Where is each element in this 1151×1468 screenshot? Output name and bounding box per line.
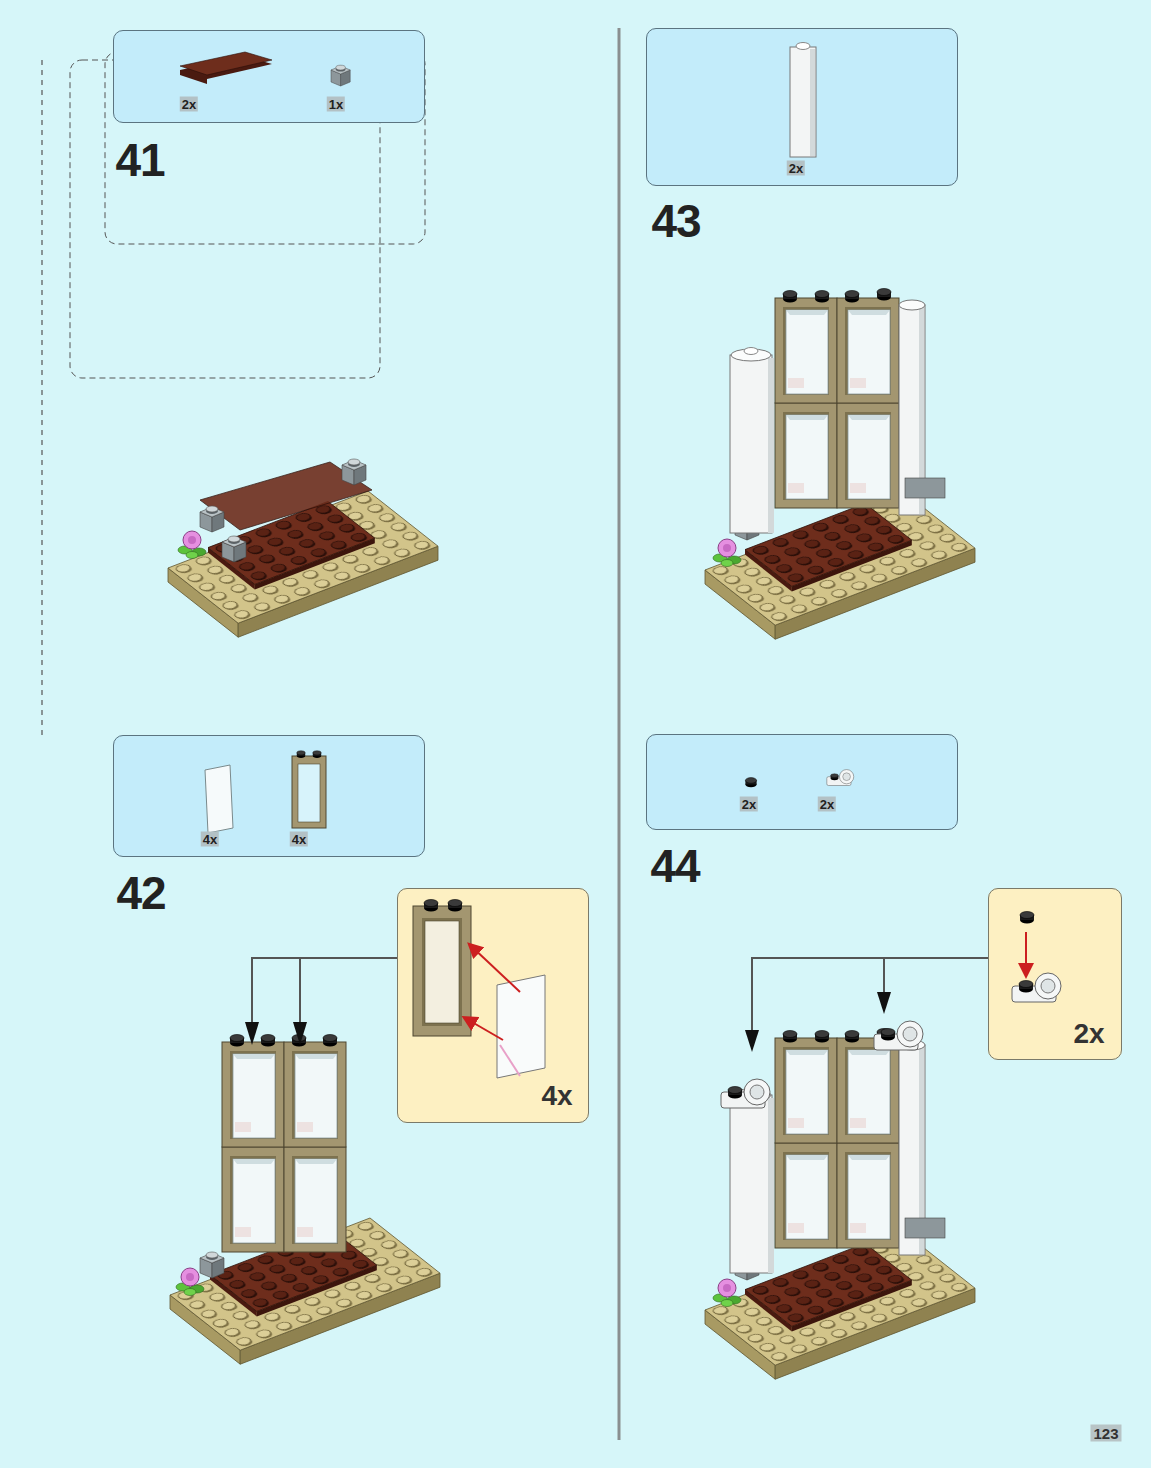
step-number: 42	[116, 868, 165, 918]
parts-list-box: 2x 2x	[646, 734, 958, 830]
part-quantity: 4x	[201, 832, 219, 847]
multiplier: 2x	[1073, 1019, 1104, 1049]
multiplier: 4x	[541, 1081, 572, 1111]
page-number: 123	[1090, 1425, 1121, 1442]
step-number: 44	[650, 841, 699, 891]
step-number: 41	[115, 135, 164, 185]
sub-assembly-callout: 4x	[397, 888, 589, 1123]
part-quantity: 2x	[740, 797, 758, 812]
sub-assembly-callout: 2x	[988, 888, 1122, 1060]
parts-list-box: 2x	[646, 28, 958, 186]
parts-list-box: 4x 4x	[113, 735, 425, 857]
part-quantity: 2x	[787, 161, 805, 176]
part-quantity: 4x	[290, 832, 308, 847]
part-quantity: 2x	[180, 97, 198, 112]
part-quantity: 2x	[818, 797, 836, 812]
step-number: 43	[651, 196, 700, 246]
part-quantity: 1x	[327, 97, 345, 112]
parts-list-box: 2x 1x	[113, 30, 425, 123]
